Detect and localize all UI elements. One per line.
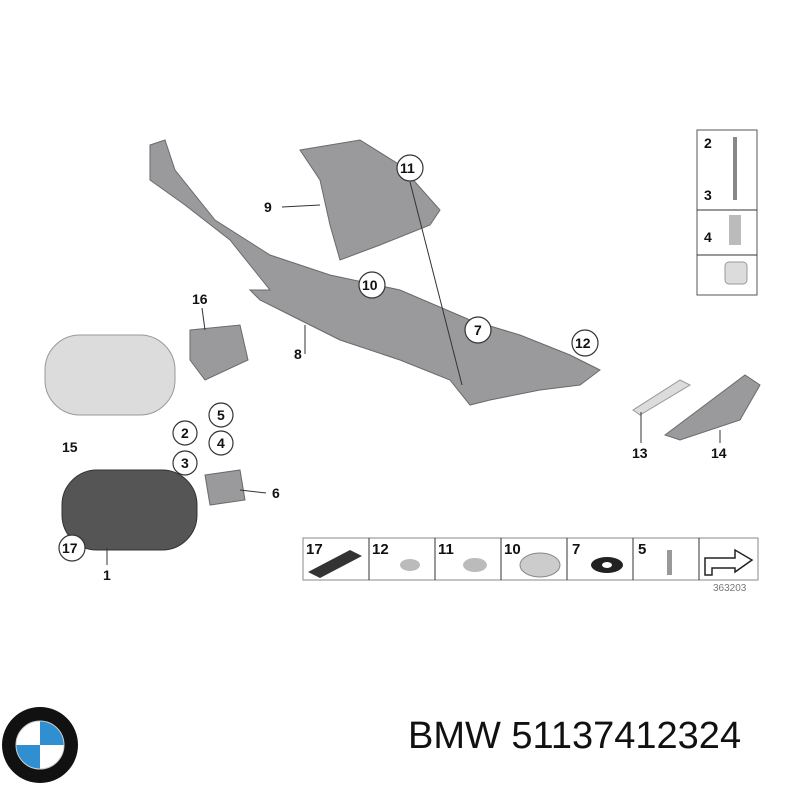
- callout-13: 13: [632, 445, 648, 461]
- holder-part: [204, 469, 246, 506]
- callout-14: 14: [711, 445, 727, 461]
- legend-12: 12: [372, 541, 389, 558]
- kidney-grille-chrome-part: [44, 334, 176, 416]
- spring-part: [729, 215, 741, 245]
- fastener-legend-strip: 17 12 11 10 7 5: [302, 537, 759, 581]
- legend-5: 5: [638, 541, 646, 558]
- callout-17: 17: [62, 540, 78, 556]
- legend-7: 7: [572, 541, 580, 558]
- callout-16: 16: [192, 291, 208, 307]
- callout-6: 6: [272, 485, 280, 501]
- callout-15: 15: [62, 439, 78, 455]
- callout-2-box: 2: [704, 135, 712, 151]
- cover-panel-part: [299, 139, 441, 261]
- callout-4-box: 4: [704, 229, 712, 245]
- leader-lines: [106, 181, 721, 565]
- nut-part: [724, 261, 748, 285]
- callout-5: 5: [217, 407, 225, 423]
- trim-cover-part: [663, 374, 761, 441]
- direction-arrow-icon: [704, 548, 754, 576]
- callout-3: 3: [181, 455, 189, 471]
- callout-2: 2: [181, 425, 189, 441]
- diagram-number: 363203: [713, 583, 747, 594]
- foam-pad-icon: [308, 550, 362, 578]
- legend-10: 10: [504, 541, 521, 558]
- callout-12: 12: [575, 335, 591, 351]
- screw-icon: [667, 550, 672, 575]
- bmw-logo: [2, 707, 78, 783]
- callout-3-box: 3: [704, 187, 712, 203]
- callout-4: 4: [217, 435, 225, 451]
- callout-7: 7: [474, 322, 482, 338]
- callout-9: 9: [264, 199, 272, 215]
- plug-icon: [519, 552, 561, 578]
- trim-strip-part: [632, 379, 692, 416]
- kidney-grille-part: [61, 469, 198, 551]
- bracket-part: [189, 324, 249, 381]
- callout-11: 11: [400, 160, 415, 176]
- part-number-caption: BMW 51137412324: [408, 715, 742, 757]
- clip-icon: [400, 559, 420, 571]
- callout-10: 10: [362, 277, 378, 293]
- legend-17: 17: [306, 541, 323, 558]
- callout-8: 8: [294, 346, 302, 362]
- callout-1: 1: [103, 567, 111, 583]
- expanding-rivet-icon: [463, 558, 487, 572]
- legend-11: 11: [438, 541, 454, 558]
